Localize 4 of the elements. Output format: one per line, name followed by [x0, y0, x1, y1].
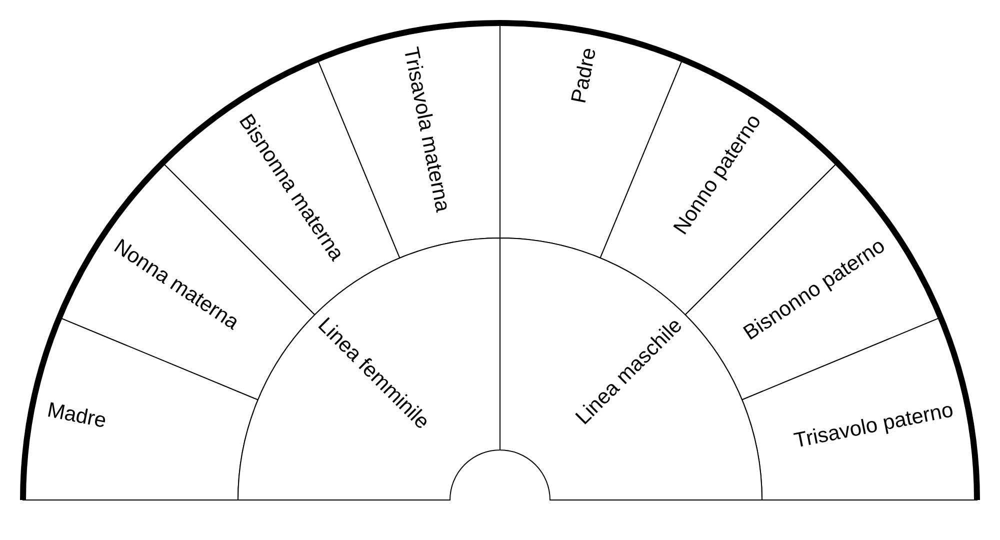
sector-label: Padre: [568, 46, 602, 106]
sector-label: Trisavola materna: [398, 46, 454, 214]
sector-label: Madre: [46, 398, 108, 434]
sector-label: Trisavolo paterno: [792, 398, 955, 453]
